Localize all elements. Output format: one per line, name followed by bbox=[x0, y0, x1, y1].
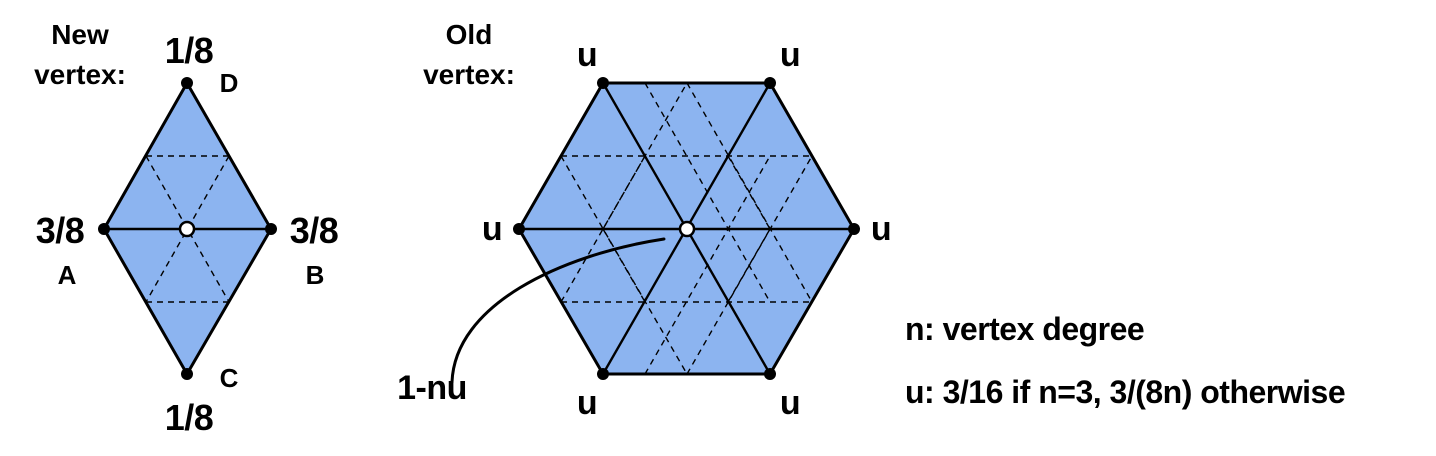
vertex-c-label: C bbox=[220, 363, 239, 393]
neighbor-weight-label: u bbox=[871, 210, 891, 248]
new-vertex-heading-line1: New bbox=[51, 19, 109, 50]
neighbor-weight-label: u bbox=[482, 210, 502, 248]
right-weight-label: 3/8 bbox=[290, 210, 339, 251]
center-weight-callout-curve bbox=[450, 237, 666, 384]
new-vertex-stencil: New vertex: 1/8 1/8 3/8 3/8 A B C D bbox=[34, 19, 339, 438]
vertex-b-dot bbox=[265, 223, 277, 235]
neighbor-weight-label: u bbox=[780, 36, 800, 74]
vertex-c-dot bbox=[181, 368, 193, 380]
top-weight-label: 1/8 bbox=[165, 30, 214, 71]
new-vertex-dashed-subdivision bbox=[145, 155, 230, 303]
old-vertex-dashed-subdivision bbox=[560, 82, 813, 375]
vertex-a-label: A bbox=[58, 260, 77, 290]
vertex-b-label: B bbox=[306, 260, 325, 290]
new-vertex-point bbox=[178, 220, 196, 238]
center-weight-label: 1-nu bbox=[397, 369, 467, 407]
neighbor-vertex-dot bbox=[848, 223, 860, 235]
vertex-d-dot bbox=[181, 77, 193, 89]
vertex-a-dot bbox=[98, 223, 110, 235]
neighbor-vertex-dot bbox=[597, 368, 609, 380]
vertex-d-label: D bbox=[220, 68, 239, 98]
legend-vertex-degree: n: vertex degree bbox=[905, 311, 1144, 347]
neighbor-weight-label: u bbox=[780, 384, 800, 422]
neighbor-vertex-dot bbox=[764, 368, 776, 380]
old-vertex-point bbox=[678, 220, 696, 238]
bottom-weight-label: 1/8 bbox=[165, 397, 214, 438]
legend: n: vertex degree u: 3/16 if n=3, 3/(8n) … bbox=[905, 311, 1346, 410]
neighbor-vertex-dot bbox=[764, 77, 776, 89]
new-vertex-heading-line2: vertex: bbox=[34, 59, 126, 90]
old-vertex-stencil: Old vertex: u u u u u u 1-nu bbox=[397, 19, 892, 422]
left-weight-label: 3/8 bbox=[36, 210, 85, 251]
neighbor-vertex-dot bbox=[513, 223, 525, 235]
neighbor-weight-label: u bbox=[577, 36, 597, 74]
legend-weight-definition: u: 3/16 if n=3, 3/(8n) otherwise bbox=[905, 374, 1345, 410]
neighbor-weight-label: u bbox=[577, 384, 597, 422]
old-vertex-heading-line2: vertex: bbox=[423, 59, 515, 90]
neighbor-vertex-dot bbox=[597, 77, 609, 89]
old-vertex-heading-line1: Old bbox=[446, 19, 493, 50]
